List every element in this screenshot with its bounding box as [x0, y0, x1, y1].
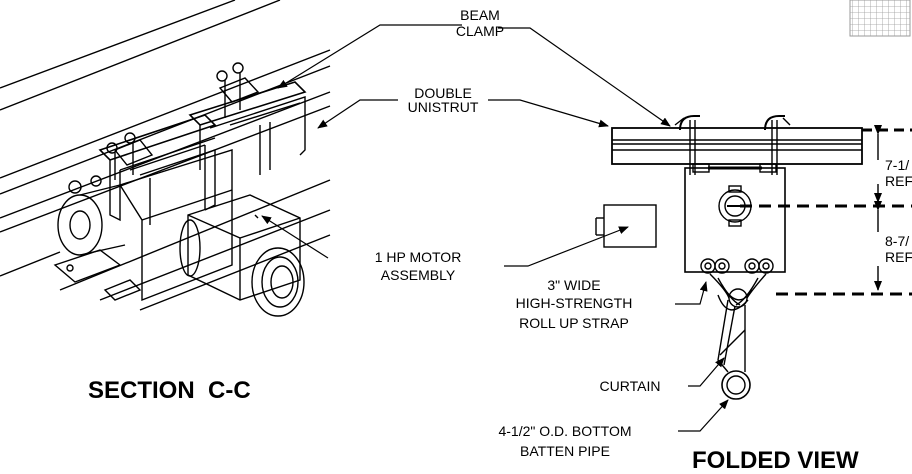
- batten-label-line1: 4-1/2" O.D. BOTTOM: [498, 423, 631, 439]
- strap-label-line2: HIGH-STRENGTH: [516, 295, 633, 311]
- batten-label-line2: BATTEN PIPE: [520, 443, 610, 459]
- leader-lines: [261, 24, 729, 432]
- strap-label-line1: 3" WIDE: [547, 277, 600, 293]
- dimension-lower-value: 8-7/: [885, 233, 909, 249]
- grid-inset-icon: [849, 0, 911, 37]
- section-c-c-drawing: [0, 0, 331, 317]
- strap-label-line3: ROLL UP STRAP: [519, 315, 629, 331]
- beam-clamp-label-line2: CLAMP: [456, 23, 504, 39]
- double-unistrut-label-line2: UNISTRUT: [408, 99, 479, 115]
- curtain-label: CURTAIN: [600, 378, 661, 394]
- section-title: SECTION C-C: [88, 377, 251, 404]
- folded-view-title: FOLDED VIEW: [692, 447, 859, 474]
- beam-clamp-label-line1: BEAM: [460, 7, 500, 23]
- motor-label-line1: 1 HP MOTOR: [375, 249, 462, 265]
- double-unistrut-label-line1: DOUBLE: [414, 85, 472, 101]
- dimension-lower-ref: REF: [885, 249, 912, 265]
- motor-label-line2: ASSEMBLY: [381, 267, 456, 283]
- dimension-upper-value: 7-1/: [885, 157, 909, 173]
- dimension-upper-ref: REF: [885, 173, 912, 189]
- folded-view-drawing: [595, 115, 912, 400]
